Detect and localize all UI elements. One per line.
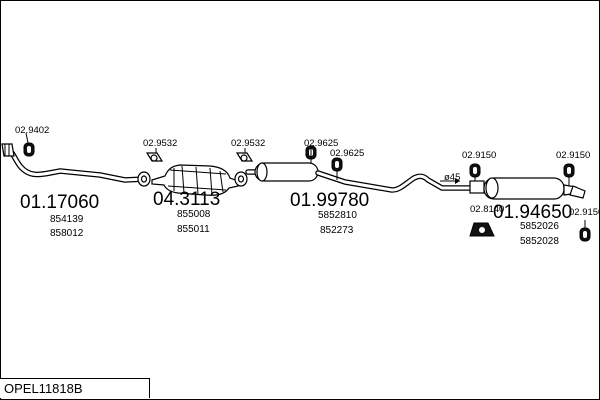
fitting-label: 02.9150 [462, 150, 496, 161]
diameter-marker [440, 178, 460, 184]
rear-silencer [469, 177, 586, 200]
rubber-hanger-icon [469, 163, 481, 181]
part-number: 01.99780 [290, 190, 369, 211]
clamp-icon [23, 132, 35, 157]
catalytic-converter [151, 164, 239, 196]
part-number: 01.94650 [493, 202, 572, 223]
front-pipe [1, 143, 148, 183]
part-number: 01.17060 [20, 192, 99, 213]
fitting-label: 02.9150 [556, 150, 590, 161]
part-ref: 858012 [50, 228, 84, 239]
fitting-label: 02.8140 [470, 204, 504, 215]
part-ref: 852273 [320, 225, 354, 236]
part-number: 04.3113 [153, 189, 220, 210]
rubber-mount-icon [469, 222, 495, 237]
fitting-label: 02.9532 [143, 138, 177, 149]
part-ref: 5852028 [520, 236, 559, 247]
fitting-label: 02.9150 [569, 207, 600, 218]
part-ref: 5852026 [520, 221, 559, 232]
diagram-title: OPEL11818B [0, 378, 150, 398]
fitting-label: 02.9625 [304, 138, 338, 149]
gasket-icon [145, 148, 164, 162]
fitting-label: 02.9402 [15, 125, 49, 136]
rubber-hanger-icon [563, 163, 575, 186]
diameter-label: ø45 [444, 172, 460, 183]
middle-silencer [245, 162, 483, 193]
part-ref: 5852810 [318, 210, 357, 221]
part-ref: 854139 [50, 214, 84, 225]
rubber-hanger-icon [331, 157, 343, 180]
rubber-hanger-icon [305, 145, 317, 163]
flange-icon [234, 171, 248, 187]
flange-icon [137, 171, 151, 187]
fitting-label: 02.9625 [330, 148, 364, 159]
fitting-label: 02.9532 [231, 138, 265, 149]
part-ref: 855011 [177, 224, 210, 235]
part-ref: 855008 [177, 209, 211, 220]
gasket-icon [235, 148, 254, 162]
rubber-hanger-icon [579, 220, 591, 242]
